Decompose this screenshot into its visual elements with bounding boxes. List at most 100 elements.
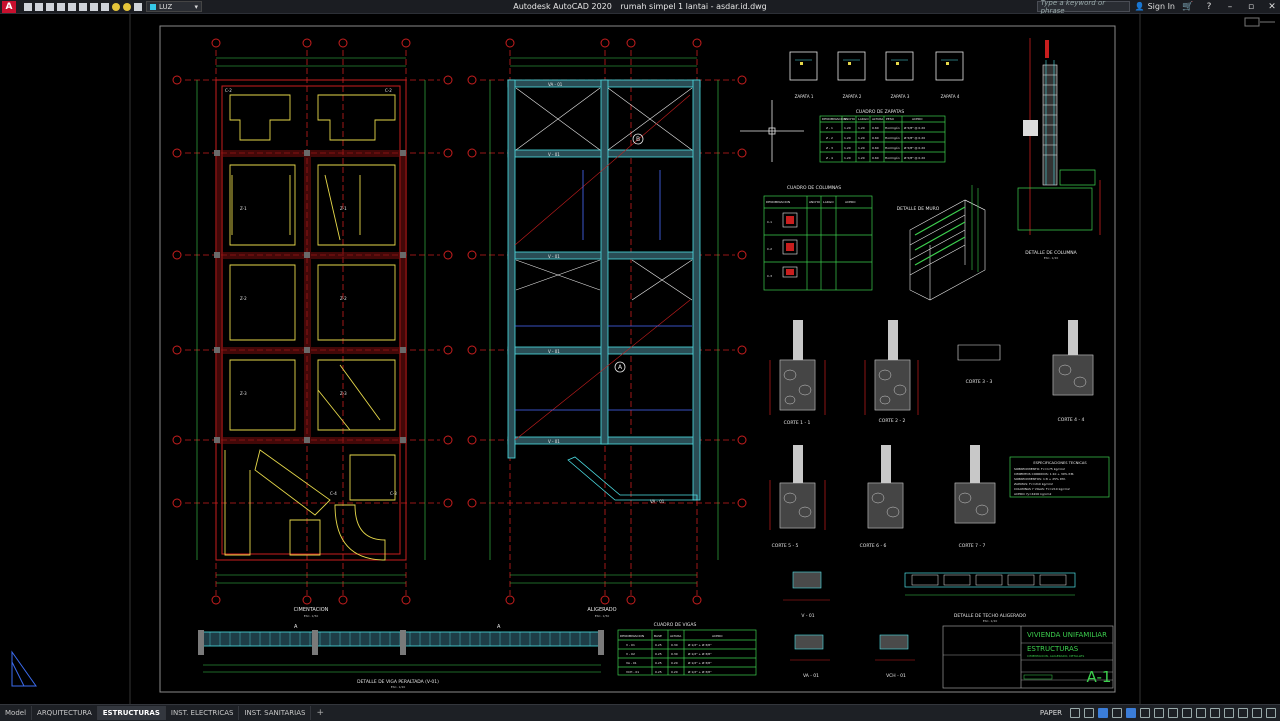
beam-sections: V - 01 VA - 01 VCH - 01 bbox=[783, 571, 915, 679]
table-cell: C-3 bbox=[767, 274, 772, 278]
lineweight-icon[interactable] bbox=[1154, 708, 1164, 718]
clean-screen-icon[interactable] bbox=[1252, 708, 1262, 718]
layer-dropdown[interactable]: LUZ ▾ bbox=[146, 1, 202, 12]
tab-estructuras[interactable]: ESTRUCTURAS bbox=[97, 706, 166, 720]
snap-icon[interactable] bbox=[1084, 708, 1094, 718]
open-icon[interactable] bbox=[35, 2, 43, 11]
space-toggle[interactable]: PAPER bbox=[1039, 709, 1062, 717]
table-header: ACERO bbox=[912, 117, 923, 121]
layer-lock-icon[interactable] bbox=[134, 2, 142, 11]
columns-table: CUADRO DE COLUMNAS DENOMINACION ANCHO LA… bbox=[763, 185, 873, 291]
beam-elevation-title: DETALLE DE VIGA PERALTADA (V-01) bbox=[357, 679, 439, 685]
svg-text:C-3: C-3 bbox=[390, 491, 397, 496]
annotation-scale-icon[interactable] bbox=[1196, 708, 1206, 718]
table-cell: 0.25 bbox=[655, 652, 662, 656]
customization-icon[interactable] bbox=[1266, 708, 1276, 718]
beam-section-label: VCH - 01 bbox=[886, 673, 906, 679]
save-icon[interactable] bbox=[46, 2, 54, 11]
zapata-label: ZAPATA 2 bbox=[843, 94, 862, 99]
close-button[interactable]: ✕ bbox=[1268, 1, 1276, 12]
title-bar: A LUZ ▾ Autodesk AutoCAD 2020 rumah simp… bbox=[0, 0, 1280, 15]
tab-inst-sanitarias[interactable]: INST. SANITARIAS bbox=[239, 706, 312, 720]
maximize-button[interactable]: ▫ bbox=[1247, 1, 1255, 12]
section-marker-b: B bbox=[636, 136, 640, 143]
table-cell: 0.20 bbox=[671, 670, 678, 674]
table-header: DENOMINACION bbox=[822, 117, 846, 121]
svg-text:Z-1: Z-1 bbox=[340, 206, 347, 211]
table-cell: Hormigón bbox=[885, 126, 900, 130]
slab-detail-title: DETALLE DE TECHO ALIGERADO bbox=[954, 613, 1027, 619]
beams-table: CUADRO DE VIGAS DENOMINACION BASE ALTURA… bbox=[617, 622, 757, 676]
otrack-icon[interactable] bbox=[1140, 708, 1150, 718]
section-cut-label: CORTE 6 - 6 bbox=[860, 543, 887, 549]
minimize-button[interactable]: – bbox=[1227, 1, 1233, 12]
table-cell: Ø 5/8" @ 0.20 bbox=[904, 145, 925, 150]
table-cell: C-2 bbox=[767, 247, 772, 251]
undo-icon[interactable] bbox=[79, 2, 87, 11]
polar-icon[interactable] bbox=[1112, 708, 1122, 718]
tab-arquitectura[interactable]: ARQUITECTURA bbox=[32, 706, 98, 720]
share-icon[interactable] bbox=[101, 2, 109, 11]
search-input[interactable]: Type a keyword or phrase bbox=[1036, 0, 1130, 15]
project-title: VIVIENDA UNIFAMILIAR bbox=[1027, 631, 1107, 639]
section-cut-label: CORTE 3 - 3 bbox=[966, 379, 993, 385]
layer-on-icon[interactable] bbox=[112, 2, 120, 11]
svg-text:C-4: C-4 bbox=[330, 491, 337, 496]
grid-icon[interactable] bbox=[1070, 708, 1080, 718]
section-cut-label: CORTE 7 - 7 bbox=[959, 543, 986, 549]
table-cell: 0.25 bbox=[655, 670, 662, 674]
svg-text:C-2: C-2 bbox=[385, 88, 392, 93]
help-icon[interactable]: ? bbox=[1206, 1, 1212, 12]
table-cell: 0.60 bbox=[872, 126, 879, 130]
table-cell: 1.20 bbox=[858, 156, 865, 160]
app-name: Autodesk AutoCAD 2020 bbox=[513, 2, 612, 11]
viewcube-icon[interactable] bbox=[1244, 17, 1275, 27]
table-cell: V - 02 bbox=[626, 652, 635, 656]
print-icon[interactable] bbox=[68, 2, 76, 11]
section-cut-label: CORTE 1 - 1 bbox=[784, 420, 811, 426]
beams-table-title: CUADRO DE VIGAS bbox=[654, 622, 697, 628]
layout-tabs-bar: Model ARQUITECTURA ESTRUCTURAS INST. ELE… bbox=[0, 704, 1280, 721]
add-layout-button[interactable]: + bbox=[316, 708, 325, 718]
table-cell: 1.20 bbox=[858, 136, 865, 140]
isolate-icon[interactable] bbox=[1224, 708, 1234, 718]
table-cell: 1.20 bbox=[844, 146, 851, 150]
workspace-icon[interactable] bbox=[1210, 708, 1220, 718]
transparency-icon[interactable] bbox=[1168, 708, 1178, 718]
cart-icon[interactable]: 🛒 bbox=[1182, 1, 1194, 12]
table-cell: 0.60 bbox=[872, 136, 879, 140]
table-cell: 0.30 bbox=[671, 643, 678, 647]
layer-color-swatch bbox=[150, 3, 156, 10]
table-cell: Z - 3 bbox=[826, 146, 833, 150]
svg-text:Z-2: Z-2 bbox=[240, 296, 247, 301]
osnap-icon[interactable] bbox=[1126, 708, 1136, 718]
beam-label: VA - 01 bbox=[548, 82, 563, 87]
tab-inst-electricas[interactable]: INST. ELECTRICAS bbox=[166, 706, 240, 720]
ucs-icon bbox=[11, 650, 37, 687]
redo-icon[interactable] bbox=[90, 2, 98, 11]
column-detail-title: DETALLE DE COLUMNA bbox=[1025, 250, 1077, 256]
tab-model[interactable]: Model bbox=[0, 706, 33, 720]
new-icon[interactable] bbox=[24, 2, 32, 11]
hardware-accel-icon[interactable] bbox=[1238, 708, 1248, 718]
ortho-icon[interactable] bbox=[1098, 708, 1108, 718]
beam-label: VA - 01 bbox=[650, 499, 665, 504]
status-bar: PAPER bbox=[1040, 705, 1280, 721]
zapata-label: ZAPATA 4 bbox=[941, 94, 960, 99]
slab-detail: DETALLE DE TECHO ALIGERADO ESC. 1/20 bbox=[904, 572, 1076, 623]
table-cell: Ø 1/2" + Ø 3/8" bbox=[688, 642, 712, 647]
sign-in-button[interactable]: 👤 Sign In bbox=[1135, 2, 1175, 11]
layer-name: LUZ bbox=[159, 2, 173, 11]
autocad-logo[interactable]: A bbox=[2, 0, 16, 13]
spec-line: ZAPATAS: f'c=210 kg/cm2 bbox=[1014, 482, 1053, 486]
selection-cycling-icon[interactable] bbox=[1182, 708, 1192, 718]
save-as-icon[interactable] bbox=[57, 2, 65, 11]
column-detail-scale: ESC. 1/20 bbox=[1044, 256, 1059, 260]
layer-freeze-icon[interactable] bbox=[123, 2, 131, 11]
slab-detail-scale: ESC. 1/20 bbox=[983, 619, 998, 623]
svg-text:Z-2: Z-2 bbox=[340, 296, 347, 301]
table-header: LARGO bbox=[823, 200, 834, 204]
section-marker-a: A bbox=[618, 364, 623, 371]
